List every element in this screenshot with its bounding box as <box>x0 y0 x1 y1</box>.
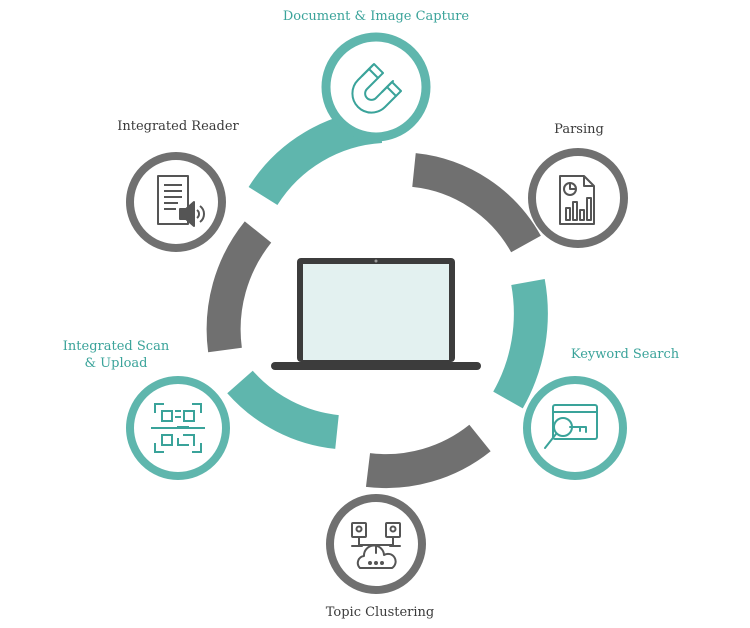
label-reader: Integrated Reader <box>117 119 239 134</box>
label-capture: Document & Image Capture <box>282 9 470 24</box>
node-scan <box>126 376 230 480</box>
ring-segment-parsing <box>411 153 541 253</box>
label-parsing: Parsing <box>554 122 604 137</box>
node-parsing <box>528 148 628 248</box>
report-chart-icon <box>559 175 595 225</box>
label-topic: Topic Clustering <box>325 605 435 620</box>
node-keyword <box>523 376 627 480</box>
label-scan-line1: Integrated Scan <box>62 339 170 354</box>
magnet-icon <box>351 63 402 114</box>
search-key-icon <box>544 404 598 449</box>
node-reader <box>126 152 226 252</box>
label-scan: Integrated Scan & Upload <box>56 338 176 372</box>
laptop-icon <box>271 258 481 370</box>
cloud-network-icon <box>351 522 401 569</box>
node-capture <box>321 32 431 142</box>
document-audio-icon <box>157 175 205 227</box>
ring-segment-scan <box>227 370 340 449</box>
node-topic <box>326 494 426 594</box>
ring-segment-reader <box>206 221 272 353</box>
label-scan-line2: & Upload <box>84 356 148 371</box>
qr-scan-icon <box>151 403 205 453</box>
ring-segment-keyword <box>493 278 548 409</box>
label-keyword: Keyword Search <box>570 347 680 362</box>
ring-segment-topic <box>365 424 491 489</box>
